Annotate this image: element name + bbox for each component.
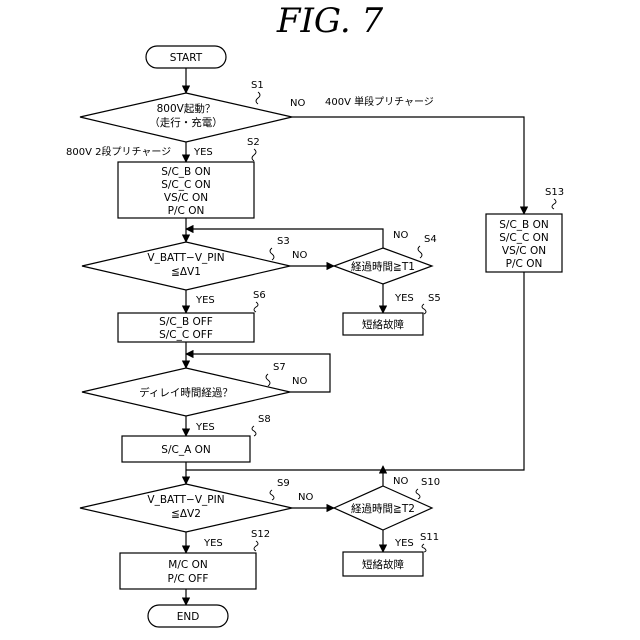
process-s12: M/C ON P/C OFF <box>120 553 256 589</box>
end-terminal: END <box>148 605 228 627</box>
step-label-s3: S3 <box>277 236 290 247</box>
step-leader-s7 <box>266 374 270 386</box>
s3-no-label: NO <box>292 250 307 261</box>
s4-yes-label: YES <box>394 293 414 304</box>
s13-line-4: P/C ON <box>506 258 543 270</box>
step-label-s7: S7 <box>273 362 286 373</box>
s6-line-1: S/C_B OFF <box>159 316 213 328</box>
s4-line-1: 経過時間≧T1 <box>351 260 415 273</box>
step-label-s9: S9 <box>277 478 290 489</box>
s2-line-3: VS/C ON <box>164 192 208 204</box>
process-s8: S/C_A ON <box>122 436 250 462</box>
s4-no-label: NO <box>393 230 408 241</box>
s6-line-2: S/C_C OFF <box>159 329 213 341</box>
s9-yes-label: YES <box>203 538 223 549</box>
s11-line-1: 短絡故障 <box>362 558 404 571</box>
s7-line-1: ディレイ時間経過？ <box>139 386 233 399</box>
step-leader-s12 <box>254 541 258 551</box>
decision-s4: 経過時間≧T1 <box>334 248 432 284</box>
step-leader-s1 <box>256 92 260 104</box>
s12-line-1: M/C ON <box>168 559 207 571</box>
s12-line-2: P/C OFF <box>168 573 209 585</box>
decision-s1: 800V起動？ （走行・充電） <box>80 93 292 142</box>
s2-line-1: S/C_B ON <box>161 166 210 178</box>
step-leader-s6 <box>254 302 258 312</box>
s7-no-label: NO <box>292 376 307 387</box>
s3-yes-label: YES <box>195 295 215 306</box>
end-label: END <box>177 611 200 623</box>
s1-no-label: NO <box>290 98 305 109</box>
step-label-s4: S4 <box>424 234 437 245</box>
s10-line-1: 経過時間≧T2 <box>351 502 415 515</box>
s13-line-3: VS/C ON <box>502 245 546 257</box>
step-leader-s2 <box>252 149 256 161</box>
s10-yes-label: YES <box>394 538 414 549</box>
process-s11: 短絡故障 <box>343 552 423 576</box>
process-s5: 短絡故障 <box>343 313 423 335</box>
step-leader-s4 <box>418 246 422 258</box>
step-leader-s10 <box>416 489 420 499</box>
decision-s7: ディレイ時間経過？ <box>82 368 290 416</box>
s9-line-1: V_BATT−V_PIN <box>147 494 224 506</box>
step-leader-s8 <box>252 426 256 436</box>
start-label: START <box>170 52 203 64</box>
precharge-800-annotation: 800V 2段プリチャージ <box>66 145 171 158</box>
process-s13: S/C_B ON S/C_C ON VS/C ON P/C ON <box>486 214 562 272</box>
s13-line-1: S/C_B ON <box>499 219 548 231</box>
s9-line-2: ≦ΔV2 <box>171 508 201 520</box>
precharge-400-annotation: 400V 単段プリチャージ <box>325 95 434 108</box>
decision-s9: V_BATT−V_PIN ≦ΔV2 <box>80 484 292 532</box>
step-label-s2: S2 <box>247 137 260 148</box>
step-leader-s3 <box>270 248 274 260</box>
figure-title: FIG. 7 <box>276 1 384 41</box>
s8-line-1: S/C_A ON <box>161 444 210 456</box>
step-leader-s13 <box>552 199 556 209</box>
s7-yes-label: YES <box>195 422 215 433</box>
s5-line-1: 短絡故障 <box>362 318 404 331</box>
decision-s10: 経過時間≧T2 <box>334 486 432 530</box>
decision-s3: V_BATT−V_PIN ≦ΔV1 <box>82 242 290 290</box>
s2-line-2: S/C_C ON <box>161 179 211 191</box>
step-label-s12: S12 <box>251 529 270 540</box>
step-label-s8: S8 <box>258 414 271 425</box>
step-label-s6: S6 <box>253 290 266 301</box>
s9-no-label: NO <box>298 492 313 503</box>
step-label-s10: S10 <box>421 477 440 488</box>
start-terminal: START <box>146 46 226 68</box>
step-leader-s11 <box>422 544 426 552</box>
step-label-s1: S1 <box>251 80 264 91</box>
s1-line-1: 800V起動？ <box>157 102 216 115</box>
s1-line-2: （走行・充電） <box>149 116 223 129</box>
edge-s1-s13 <box>292 117 524 214</box>
step-leader-s9 <box>270 490 274 500</box>
s3-line-2: ≦ΔV1 <box>171 266 201 278</box>
s10-no-label: NO <box>393 476 408 487</box>
step-label-s13: S13 <box>545 187 564 198</box>
s13-line-2: S/C_C ON <box>499 232 549 244</box>
process-s6: S/C_B OFF S/C_C OFF <box>118 313 254 342</box>
process-s2: S/C_B ON S/C_C ON VS/C ON P/C ON <box>118 162 254 218</box>
s1-yes-label: YES <box>193 147 213 158</box>
step-label-s5: S5 <box>428 293 441 304</box>
s2-line-4: P/C ON <box>168 205 205 217</box>
step-label-s11: S11 <box>420 532 439 543</box>
s3-line-1: V_BATT−V_PIN <box>147 252 224 264</box>
